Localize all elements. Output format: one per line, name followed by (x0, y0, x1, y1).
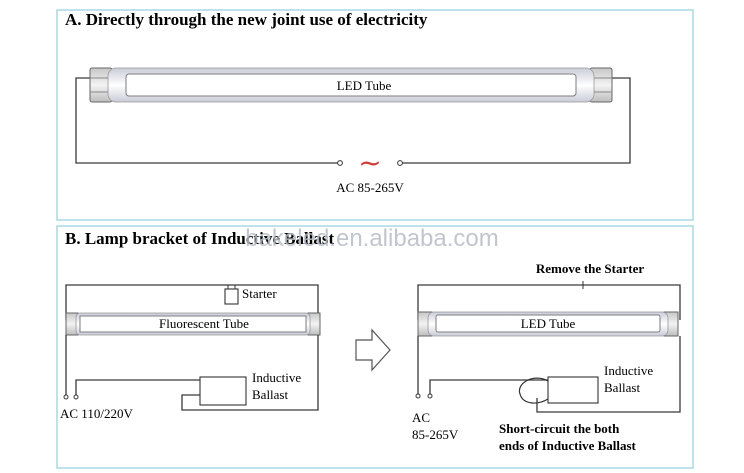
right-return-wire (536, 336, 681, 413)
section-a-heading: A. Directly through the new joint use of… (65, 10, 428, 29)
remove-starter-label: Remove the Starter (536, 261, 645, 276)
fluorescent-tube (65, 312, 321, 336)
right-top-wire (417, 284, 681, 320)
short-circuit-loop (518, 377, 549, 404)
section-b-heading: B. Lamp bracket of Inductive Ballast (65, 229, 335, 248)
short-circuit-note-2: ends of Inductive Ballast (499, 438, 637, 453)
starter (224, 285, 239, 305)
right-ac-wire-2 (429, 379, 548, 394)
section-a-ac-label: AC 85-265V (336, 180, 404, 195)
terminal-right (397, 160, 403, 166)
right-ac-label-1: AC (412, 410, 430, 425)
right-tube-label: LED Tube (521, 316, 576, 331)
arrow-icon (355, 328, 391, 372)
right-ballast-label-1: Inductive (604, 363, 653, 378)
left-top-wire (65, 284, 319, 320)
fluorescent-tube-label: Fluorescent Tube (159, 316, 249, 331)
section-a-wire-left (75, 77, 338, 164)
right-ballast-label-2: Ballast (604, 380, 640, 395)
section-a-tube-label: LED Tube (337, 78, 392, 93)
ac-symbol: ~ (358, 146, 381, 179)
watermark: bakeled.en.alibaba.com (245, 225, 499, 252)
right-terminal-2 (427, 393, 433, 399)
left-ballast (199, 376, 247, 406)
left-ballast-label-1: Inductive (252, 370, 301, 385)
left-terminal-2 (73, 394, 79, 400)
right-terminal-1 (415, 393, 421, 399)
short-circuit-note-1: Short-circuit the both (499, 421, 620, 436)
left-return-wire (181, 335, 319, 411)
starter-label: Starter (242, 286, 277, 301)
left-ac-wire-2 (75, 379, 200, 395)
left-ballast-label-2: Ballast (252, 387, 288, 402)
section-a-wire-right (402, 77, 631, 164)
left-ac-label: AC 110/220V (60, 406, 133, 421)
right-ballast (547, 376, 599, 404)
right-ac-label-2: 85-265V (412, 427, 459, 442)
panel-a (56, 9, 694, 221)
left-terminal-1 (63, 394, 69, 400)
section-a-led-tube (89, 67, 613, 103)
terminal-left (337, 160, 343, 166)
right-led-tube (417, 311, 679, 337)
